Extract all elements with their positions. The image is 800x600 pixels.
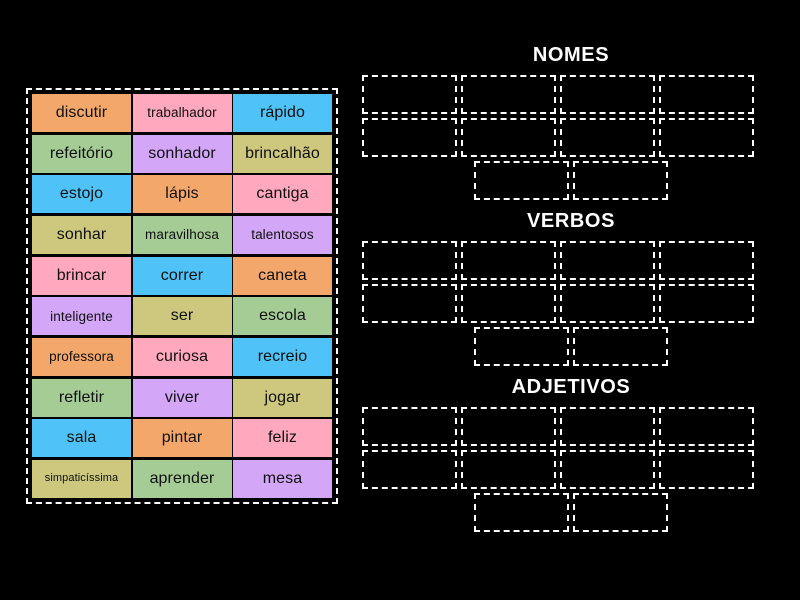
drop-zone[interactable] xyxy=(474,161,569,200)
drop-zone[interactable] xyxy=(461,407,556,446)
word-tile[interactable]: curiosa xyxy=(132,337,232,376)
word-tile[interactable]: pintar xyxy=(132,419,232,458)
drop-zone[interactable] xyxy=(362,118,457,157)
drop-zone-row xyxy=(362,327,780,366)
word-tile[interactable]: correr xyxy=(132,256,232,295)
drop-zone[interactable] xyxy=(474,493,569,532)
drop-zone-row xyxy=(362,161,780,200)
drop-zone[interactable] xyxy=(362,407,457,446)
drop-zone-row xyxy=(362,284,780,323)
drop-zone-row xyxy=(362,493,780,532)
drop-zone[interactable] xyxy=(659,284,754,323)
word-tile[interactable]: discutir xyxy=(32,94,131,132)
word-tile[interactable]: aprender xyxy=(132,459,232,498)
drop-zone[interactable] xyxy=(659,75,754,114)
word-tile[interactable]: sonhador xyxy=(132,134,232,173)
category-title: NOMES xyxy=(532,44,610,66)
drop-zone[interactable] xyxy=(560,284,655,323)
category-title: VERBOS xyxy=(526,210,616,232)
drop-zone[interactable] xyxy=(573,327,668,366)
drop-zone[interactable] xyxy=(659,450,754,489)
drop-zone[interactable] xyxy=(362,450,457,489)
drop-zone[interactable] xyxy=(362,284,457,323)
word-tile[interactable]: jogar xyxy=(233,378,332,417)
drop-zone-row xyxy=(362,407,780,446)
drop-zone-row xyxy=(362,118,780,157)
drop-zone-row xyxy=(362,75,780,114)
word-tile[interactable]: feliz xyxy=(233,419,332,458)
word-tile[interactable]: maravilhosa xyxy=(132,215,232,254)
drop-zone[interactable] xyxy=(659,241,754,280)
drop-zone[interactable] xyxy=(461,241,556,280)
drop-zone[interactable] xyxy=(659,407,754,446)
drop-zone[interactable] xyxy=(560,118,655,157)
word-tile[interactable]: sala xyxy=(32,419,131,458)
category-section: VERBOS xyxy=(362,210,780,366)
drop-zone[interactable] xyxy=(560,241,655,280)
drop-zone[interactable] xyxy=(461,118,556,157)
word-tile[interactable]: brincar xyxy=(32,256,131,295)
drop-zone-row xyxy=(362,241,780,280)
word-tile[interactable]: talentosos xyxy=(233,215,332,254)
word-tile[interactable]: escola xyxy=(233,297,332,336)
drop-zone[interactable] xyxy=(362,241,457,280)
word-tile[interactable]: lápis xyxy=(132,175,232,214)
drop-zone[interactable] xyxy=(560,450,655,489)
drop-zone-row xyxy=(362,450,780,489)
drop-zone[interactable] xyxy=(461,450,556,489)
drop-zone[interactable] xyxy=(659,118,754,157)
drop-zone[interactable] xyxy=(573,161,668,200)
word-tile[interactable]: estojo xyxy=(32,175,131,214)
word-tile[interactable]: refeitório xyxy=(32,134,131,173)
word-tile[interactable]: caneta xyxy=(233,256,332,295)
word-tile[interactable]: professora xyxy=(32,337,131,376)
word-tile[interactable]: viver xyxy=(132,378,232,417)
drop-zone[interactable] xyxy=(474,327,569,366)
word-tile[interactable]: trabalhador xyxy=(132,94,232,132)
category-section: NOMES xyxy=(362,44,780,200)
word-tile[interactable]: recreio xyxy=(233,337,332,376)
category-columns: NOMES VERBOS ADJETIVOS xyxy=(362,44,780,564)
drop-zone[interactable] xyxy=(560,75,655,114)
word-tile[interactable]: cantiga xyxy=(233,175,332,214)
word-tile[interactable]: mesa xyxy=(233,459,332,498)
word-tile[interactable]: simpaticíssima xyxy=(32,459,131,498)
word-tile[interactable]: inteligente xyxy=(32,297,131,336)
category-title: ADJETIVOS xyxy=(511,376,631,398)
word-tile[interactable]: sonhar xyxy=(32,215,131,254)
word-tile[interactable]: rápido xyxy=(233,94,332,132)
drop-zone[interactable] xyxy=(461,284,556,323)
drop-zone[interactable] xyxy=(573,493,668,532)
word-tile[interactable]: brincalhão xyxy=(233,134,332,173)
word-tile[interactable]: refletir xyxy=(32,378,131,417)
drop-zone[interactable] xyxy=(362,75,457,114)
category-section: ADJETIVOS xyxy=(362,376,780,532)
word-tile[interactable]: ser xyxy=(132,297,232,336)
drop-zone[interactable] xyxy=(560,407,655,446)
drop-zone[interactable] xyxy=(461,75,556,114)
